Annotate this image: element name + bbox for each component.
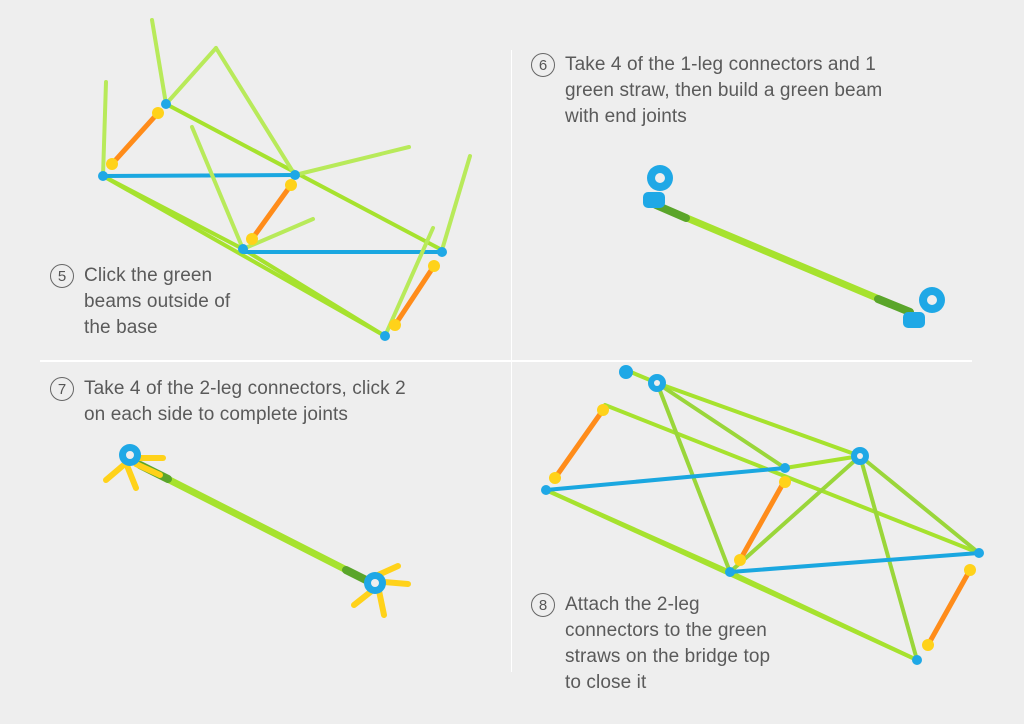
step-8-instruction: Attach the 2-leg connectors to the green… (565, 594, 771, 693)
step-6: 6 Take 4 of the 1-leg connectors and 1 g… (531, 52, 882, 130)
step-7-instruction: Take 4 of the 2-leg connectors, click 2 … (84, 378, 406, 425)
step-8: 8 Attach the 2-leg connectors to the gre… (531, 592, 770, 696)
step-number-badge: 6 (531, 53, 555, 77)
step-5-base-structure (101, 18, 472, 338)
step-6-instruction: Take 4 of the 1-leg connectors and 1 gre… (565, 54, 883, 127)
step-number-badge: 7 (50, 377, 74, 401)
step-number-badge: 8 (531, 593, 555, 617)
step-number-badge: 5 (50, 264, 74, 288)
step-8-bridge (544, 368, 981, 662)
step-5-instruction: Click the green beams outside of the bas… (84, 265, 231, 338)
step-7-beam-with-joints (103, 444, 411, 618)
step-7: 7 Take 4 of the 2-leg connectors, click … (50, 376, 406, 428)
step-5: 5 Click the green beams outside of the b… (50, 263, 230, 341)
step-8-connectors (541, 365, 984, 665)
step-6-green-beam (643, 165, 945, 328)
horizontal-divider (40, 360, 972, 362)
step-5-connectors (98, 99, 447, 341)
